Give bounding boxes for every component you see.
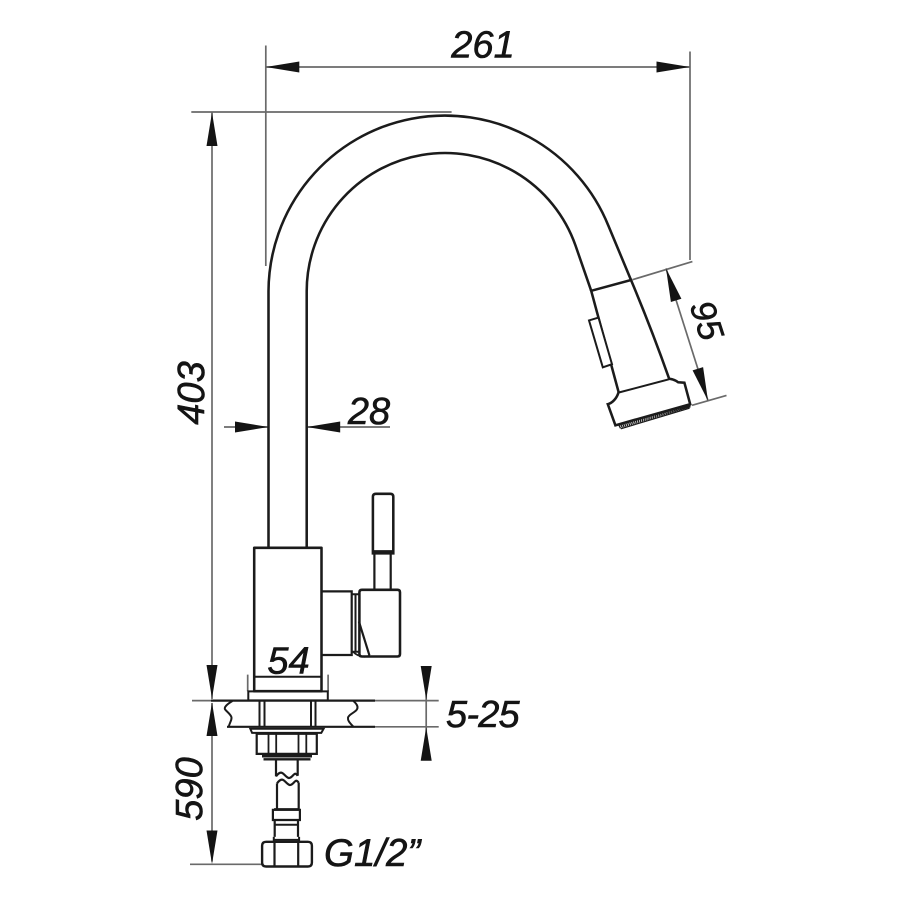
svg-text:95: 95 xyxy=(682,296,731,346)
svg-text:G1/2”: G1/2” xyxy=(324,832,422,875)
svg-text:5-25: 5-25 xyxy=(446,694,521,736)
svg-text:28: 28 xyxy=(347,391,390,433)
svg-text:54: 54 xyxy=(267,641,309,683)
svg-text:261: 261 xyxy=(450,25,514,67)
svg-text:590: 590 xyxy=(169,757,211,820)
svg-text:403: 403 xyxy=(171,361,213,424)
